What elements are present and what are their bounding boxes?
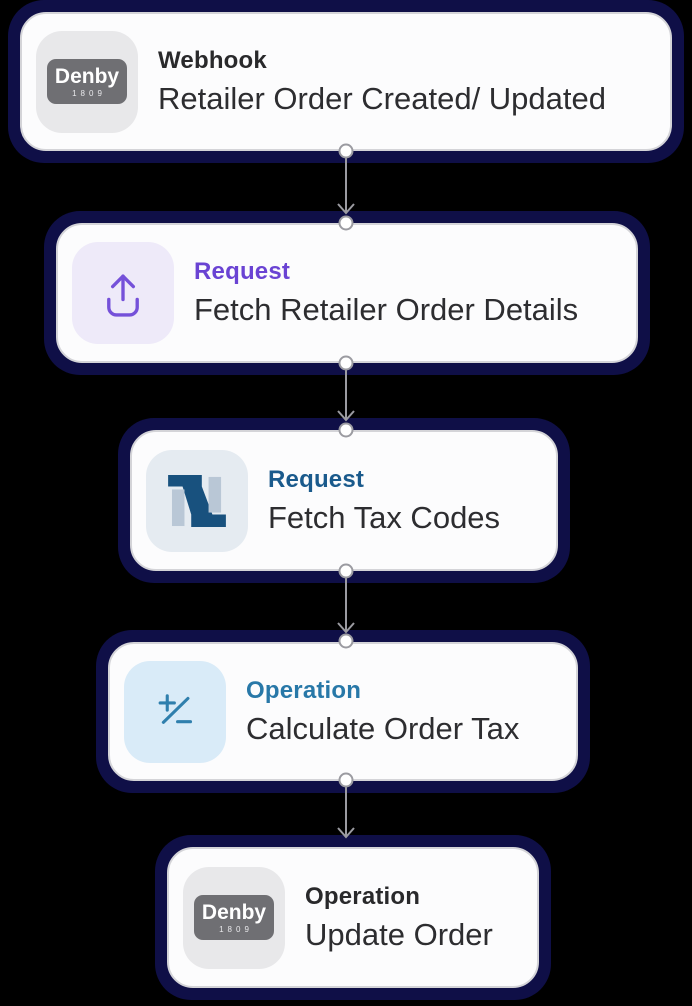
node-update-order[interactable]: Denby 1809 Operation Update Order (155, 835, 551, 1000)
node-card: Denby 1809 Webhook Retailer Order Create… (20, 12, 672, 151)
port-handle[interactable] (338, 355, 354, 371)
denby-year-text: 1809 (219, 924, 253, 934)
denby-logo-icon: Denby 1809 (183, 866, 285, 969)
node-type-label: Request (268, 465, 365, 493)
node-card: Request Fetch Retailer Order Details (56, 223, 638, 363)
connector-3 (337, 563, 355, 649)
port-handle[interactable] (338, 215, 354, 231)
node-title: Fetch Tax Codes (268, 499, 501, 535)
connector-2 (337, 355, 355, 438)
netsuite-bar-right (208, 476, 222, 513)
node-card: Request Fetch Tax Codes (130, 430, 558, 571)
node-card: Operation Calculate Order Tax (108, 642, 578, 781)
connector-1 (337, 143, 355, 231)
denby-logo: Denby 1809 (194, 895, 274, 940)
denby-brand-text: Denby (54, 64, 120, 88)
arrowhead-down-icon (337, 203, 355, 215)
netsuite-bar-left (171, 488, 185, 526)
node-webhook-retailer-order[interactable]: Denby 1809 Webhook Retailer Order Create… (8, 0, 684, 163)
node-title: Retailer Order Created/ Updated (158, 80, 607, 116)
node-title: Update Order (305, 916, 493, 952)
port-handle[interactable] (338, 563, 354, 579)
node-fetch-tax-codes[interactable]: Request Fetch Tax Codes (118, 418, 570, 583)
arrowhead-down-icon (337, 410, 355, 422)
port-handle[interactable] (338, 772, 354, 788)
node-type-label: Operation (305, 882, 421, 910)
node-type-label: Webhook (158, 46, 267, 74)
node-type-label: Operation (246, 676, 362, 704)
connector-4 (337, 772, 355, 839)
netsuite-n-dark (168, 474, 226, 527)
arrowhead-down-icon (337, 827, 355, 839)
node-calculate-order-tax[interactable]: Operation Calculate Order Tax (96, 630, 590, 793)
calculator-icon (124, 660, 226, 763)
denby-brand-text: Denby (201, 900, 267, 924)
node-card: Denby 1809 Operation Update Order (167, 847, 539, 988)
denby-year-text: 1809 (72, 88, 106, 98)
denby-logo: Denby 1809 (47, 59, 127, 104)
upload-icon (72, 242, 174, 344)
denby-logo-icon: Denby 1809 (36, 30, 138, 133)
node-title: Fetch Retailer Order Details (194, 292, 579, 327)
node-fetch-retailer-order-details[interactable]: Request Fetch Retailer Order Details (44, 211, 650, 375)
node-title: Calculate Order Tax (246, 710, 520, 746)
port-handle[interactable] (338, 422, 354, 438)
port-handle[interactable] (338, 143, 354, 159)
arrowhead-down-icon (337, 622, 355, 634)
port-handle[interactable] (338, 633, 354, 649)
netsuite-logo-icon (146, 449, 248, 552)
node-type-label: Request (194, 258, 291, 285)
